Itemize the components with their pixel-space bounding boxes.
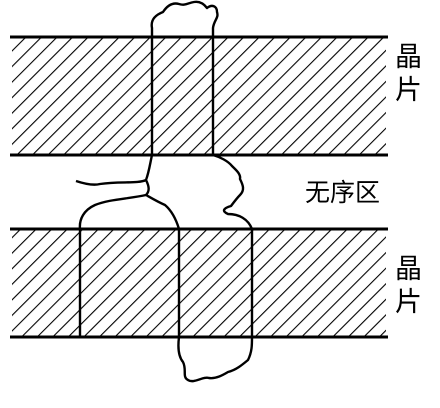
- chain-bottom-fold-loop: [177, 336, 254, 383]
- chain-amorphous-segment-middle: [145, 193, 181, 230]
- bottom-lamella-label: 晶片: [390, 254, 421, 320]
- chain-amorphous-segment-left: [75, 154, 154, 230]
- bottom-lamella-hatching: [12, 229, 386, 337]
- top-lamella: [10, 35, 388, 157]
- bottom-lamella: [10, 227, 388, 339]
- top-lamella-label: 晶片: [390, 42, 421, 108]
- top-lamella-hatching: [12, 37, 386, 155]
- chain-amorphous-segment-right: [212, 153, 254, 230]
- chain-top-fold-loop: [150, 0, 219, 37]
- amorphous-region-label: 无序区: [305, 178, 381, 207]
